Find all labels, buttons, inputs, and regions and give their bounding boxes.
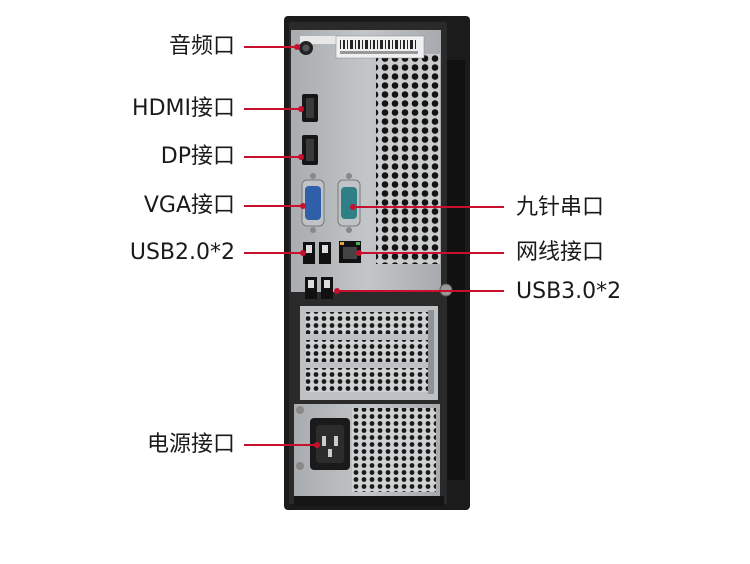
power-socket: [310, 418, 350, 470]
callout-dp: DP接口: [160, 144, 235, 169]
chassis-base: [294, 496, 444, 506]
usb3-ports: [305, 277, 333, 299]
leader-usb3: [336, 290, 504, 292]
leader-dot-hdmi: [298, 106, 304, 112]
leader-hdmi: [244, 108, 300, 110]
leader-vga: [244, 205, 302, 207]
leader-audio: [244, 46, 296, 48]
expansion-slots: [300, 306, 438, 400]
callout-power: 电源接口: [146, 432, 235, 457]
usb2-ports: [303, 242, 331, 264]
audio-port: [299, 41, 313, 55]
leader-dot-audio: [294, 44, 300, 50]
vga-port: [301, 173, 325, 233]
callout-ethernet: 网线接口: [516, 240, 605, 265]
leader-usb2: [244, 252, 302, 254]
leader-dot-usb2: [300, 250, 306, 256]
callout-audio: 音频口: [168, 34, 235, 59]
leader-dp: [244, 156, 300, 158]
callout-usb2: USB2.0*2: [129, 240, 235, 265]
serial-port: [337, 173, 361, 233]
leader-dot-vga: [300, 203, 306, 209]
leader-dot-power: [314, 442, 320, 448]
leader-ethernet: [358, 252, 504, 254]
ethernet-port: [339, 241, 361, 263]
leader-serial: [352, 206, 504, 208]
displayport-port: [302, 135, 318, 165]
io-panel: [291, 30, 441, 292]
callout-serial: 九针串口: [516, 195, 605, 220]
hdmi-port: [302, 94, 318, 122]
leader-dot-ethernet: [356, 250, 362, 256]
callout-hdmi: HDMI接口: [132, 96, 235, 121]
callout-usb3: USB3.0*2: [516, 279, 622, 304]
leader-power: [244, 444, 316, 446]
leader-dot-usb3: [334, 288, 340, 294]
leader-dot-serial: [350, 204, 356, 210]
callout-vga: VGA接口: [143, 193, 235, 218]
leader-dot-dp: [298, 154, 304, 160]
